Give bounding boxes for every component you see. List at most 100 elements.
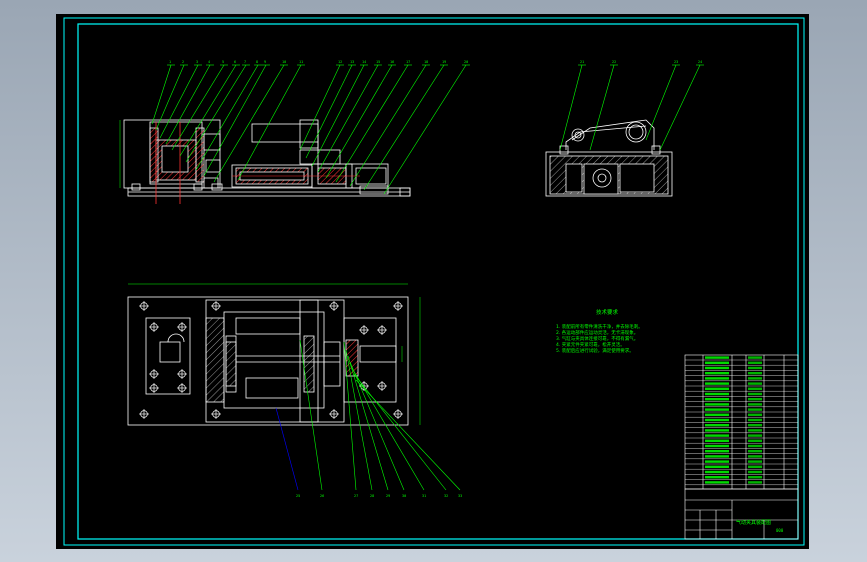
parts-list-entry (748, 366, 762, 370)
plan-leader-line (343, 341, 357, 491)
plan-leader-line (347, 355, 389, 491)
parts-list-entry (748, 434, 762, 437)
front-leader-line (203, 64, 267, 177)
outer-frame (63, 17, 805, 546)
front-leader-line (185, 64, 247, 163)
side-leader-line (589, 64, 615, 151)
front-part-number: 2 (182, 60, 184, 64)
parts-list-entry (705, 382, 729, 385)
front-part-number: 12 (338, 60, 342, 64)
front-part-number: 19 (442, 60, 446, 64)
parts-list-entry (705, 455, 729, 458)
front-part-number: 13 (350, 60, 354, 64)
side-part-number: 21 (580, 60, 584, 64)
plan-part-number: 31 (422, 494, 426, 498)
side-part-number: 24 (698, 60, 702, 64)
parts-list-entry (748, 387, 762, 390)
side-leader-line (659, 64, 701, 151)
front-leader-line (299, 64, 341, 151)
plan-part-number: 25 (296, 494, 300, 498)
parts-list-entry (705, 481, 729, 484)
parts-list-entry (705, 387, 729, 390)
note-line-5: 5. 装配后应进行试验，满足使用要求。 (556, 347, 634, 354)
parts-list-entry (705, 424, 729, 427)
parts-list-entry (748, 481, 762, 484)
parts-list-entry (748, 403, 762, 406)
parts-list-entry (748, 398, 762, 401)
note-line-4: 4. 夹紧元件夹紧可靠，松开灵活。 (556, 341, 625, 348)
parts-list-entry (705, 398, 729, 401)
parts-list-entry (705, 361, 729, 364)
parts-list-entry (748, 408, 762, 411)
plan-part-number: 33 (458, 494, 462, 498)
front-part-number: 5 (222, 60, 224, 64)
front-part-number: 11 (299, 60, 303, 64)
note-line-3: 3. 气缸与夹具体连接可靠，不得有漏气。 (556, 335, 638, 342)
parts-list-entry (705, 476, 729, 479)
parts-list-entry (748, 455, 762, 458)
parts-list-entry (705, 418, 729, 422)
front-part-number: 4 (208, 60, 210, 64)
parts-list-entry (705, 450, 729, 453)
plan-part-number: 27 (354, 494, 358, 498)
front-part-number: 3 (196, 60, 198, 64)
parts-list-entry (748, 382, 762, 385)
drawing-number: 000 (776, 528, 784, 533)
parts-list-entry (748, 429, 762, 432)
note-line-2: 2. 各运动部件应运动灵活，无卡滞现象。 (556, 329, 638, 336)
note-line-1: 1. 装配前所有零件清洗干净，并去除毛刺。 (556, 323, 643, 330)
plan-part-number: 32 (444, 494, 448, 498)
parts-list-entry (748, 476, 762, 479)
front-leader-line (159, 64, 199, 139)
drawing-sheet (56, 14, 809, 549)
parts-list-entry (748, 470, 762, 474)
front-part-number: 16 (390, 60, 394, 64)
drawing-title: 气动夹具装配图 (736, 519, 771, 526)
notes-heading: 技术要求 (596, 308, 619, 316)
front-part-number: 8 (256, 60, 258, 64)
side-leader-line (559, 64, 583, 151)
front-leader-line (171, 64, 225, 151)
parts-list-rows (685, 356, 798, 485)
parts-list-entry (705, 356, 729, 359)
parts-list-entry (748, 424, 762, 427)
plan-view-holes (139, 301, 403, 419)
front-leader-line (383, 64, 467, 195)
parts-list-entry (705, 429, 729, 432)
parts-list-entry (705, 408, 729, 411)
front-leader-line (213, 64, 285, 183)
parts-list-entry (705, 470, 729, 474)
parts-list-entry (748, 439, 762, 442)
front-leader-line (151, 64, 172, 125)
front-leader-line (349, 64, 427, 187)
parts-list-entry (705, 444, 729, 448)
parts-list-entry (705, 439, 729, 442)
parts-list-entry (748, 444, 762, 448)
parts-list-entry (748, 465, 762, 468)
plan-part-number: 30 (402, 494, 406, 498)
front-part-number: 14 (362, 60, 366, 64)
plan-leader-line (355, 379, 461, 491)
parts-list-entry (705, 403, 729, 406)
technical-notes: 技术要求 1. 装配前所有零件清洗干净，并去除毛刺。 2. 各运动部件应运动灵活… (556, 308, 643, 354)
plan-part-number: 26 (320, 494, 324, 498)
plan-leader-line (345, 349, 373, 491)
front-leader-line (363, 64, 445, 191)
parts-list-entry (748, 377, 762, 380)
front-part-number: 18 (424, 60, 428, 64)
plan-leader-line (353, 373, 447, 491)
front-part-number: 20 (464, 60, 468, 64)
side-view (545, 119, 673, 197)
front-view (119, 119, 411, 204)
front-part-number: 17 (406, 60, 410, 64)
parts-list-entry (705, 460, 729, 463)
parts-list-entry (748, 361, 762, 364)
parts-list-entry (705, 434, 729, 437)
front-leader-line (179, 64, 237, 157)
parts-list-entry (705, 413, 729, 416)
plan-part-number: 29 (386, 494, 390, 498)
